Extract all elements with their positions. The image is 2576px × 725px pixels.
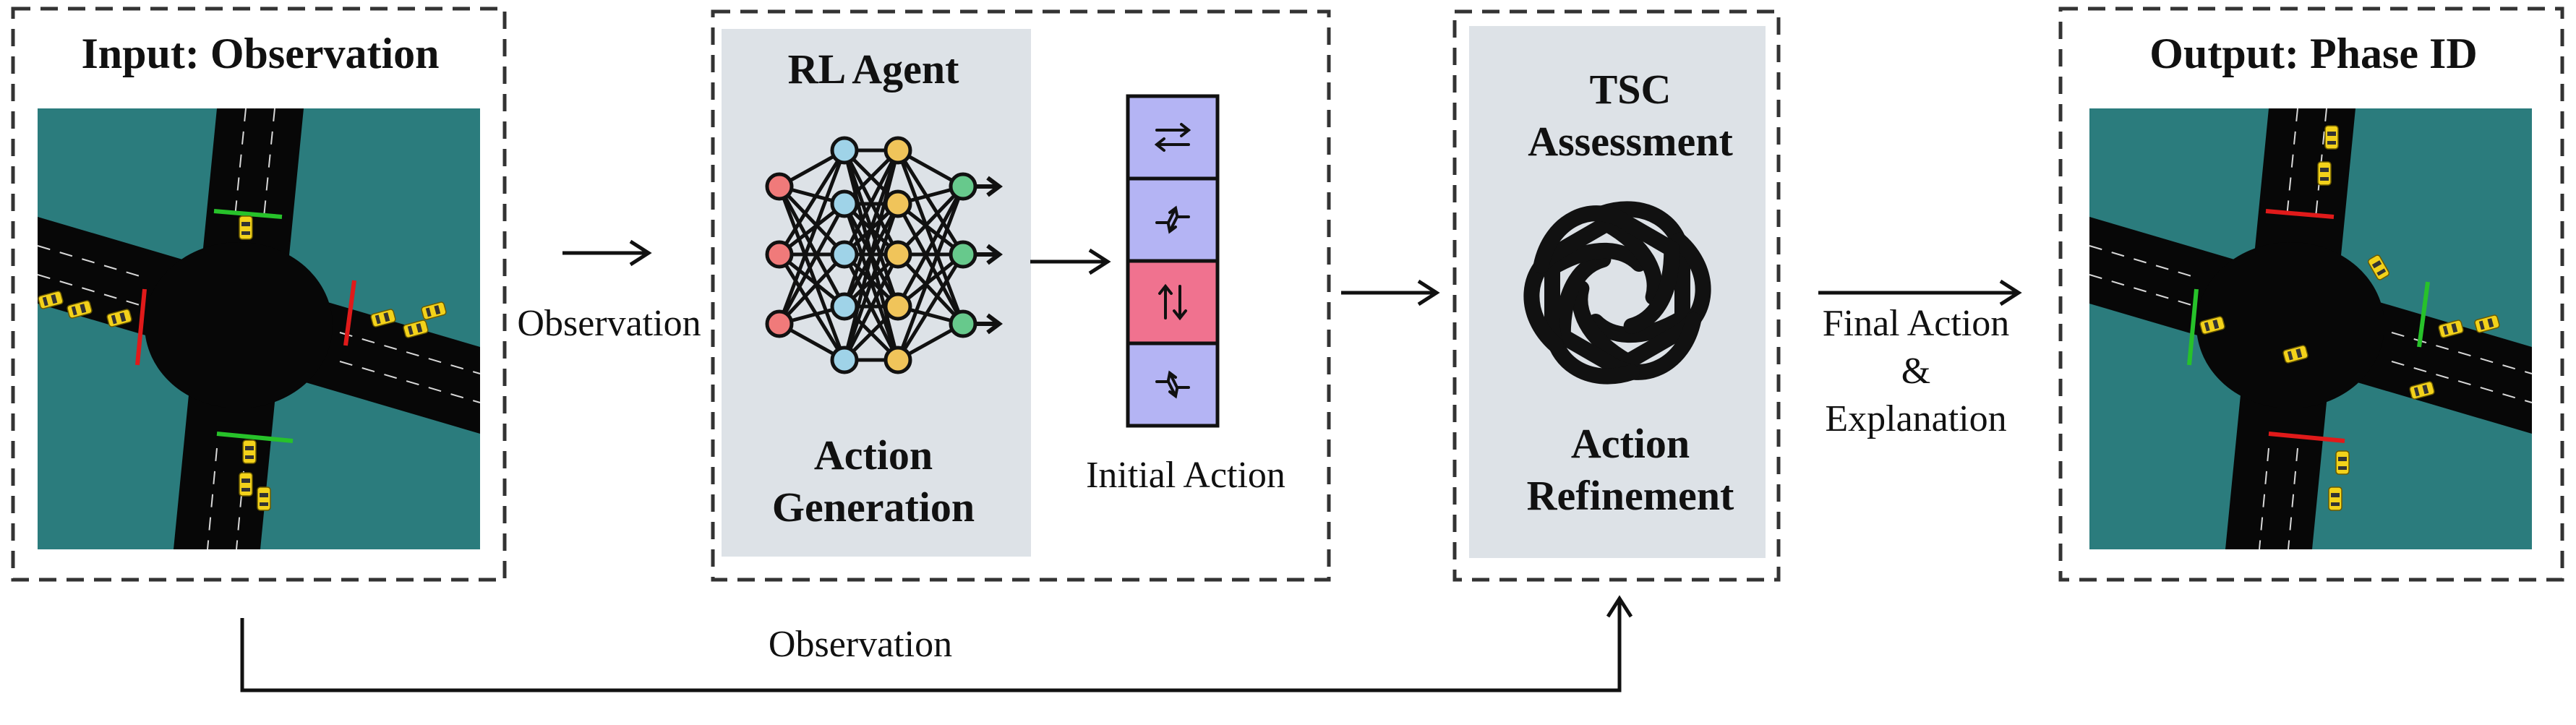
tsc-title-line2: Assessment <box>1528 118 1733 165</box>
action-generation-label-line1: Action <box>813 432 933 479</box>
observation-arrow-label: Observation <box>517 303 701 344</box>
nn-node <box>883 136 912 165</box>
phase-arrow-icon <box>1155 205 1190 234</box>
nn-node <box>883 346 912 374</box>
action-refinement-line1: Action <box>1570 420 1690 467</box>
tsc-panel-frame <box>1452 9 1781 582</box>
phase-arrow-icon <box>1154 123 1191 152</box>
phase-arrow-icon <box>1158 283 1187 321</box>
phase-cell <box>1126 94 1220 181</box>
action-generation-label-line2: Generation <box>771 484 975 531</box>
phase-arrow-icon <box>1155 370 1190 399</box>
nn-node <box>949 172 977 201</box>
nn-node <box>765 172 794 201</box>
input-panel-frame <box>11 7 507 582</box>
initial-action-label: Initial Action <box>1086 455 1285 496</box>
phase-cell <box>1126 341 1220 428</box>
nn-node <box>883 292 912 321</box>
phase-cell-selected <box>1126 259 1220 346</box>
output-intersection-map <box>2089 108 2533 550</box>
nn-node <box>883 240 912 269</box>
nn-node <box>830 240 859 269</box>
output-panel-frame <box>2058 7 2564 582</box>
initial-action-phase-column <box>1126 94 1220 428</box>
neural-network-icon <box>765 136 1003 374</box>
final-action-label-line1: Final Action <box>1822 303 2010 344</box>
nn-node <box>949 240 977 269</box>
final-action-label-line2: & <box>1901 351 1931 392</box>
nn-node <box>830 189 859 218</box>
rl-panel-frame <box>711 9 1331 582</box>
final-action-label-line3: Explanation <box>1825 398 2007 439</box>
nn-node <box>830 292 859 321</box>
bottom-observation-label: Observation <box>768 624 953 665</box>
nn-node <box>830 346 859 374</box>
nn-node <box>765 240 794 269</box>
input-panel-title: Input: Observation <box>81 30 440 77</box>
tsc-title-line1: TSC <box>1589 66 1672 113</box>
openai-logo-icon <box>1523 201 1711 385</box>
flow-arrows <box>240 239 2022 692</box>
nn-node <box>949 309 977 338</box>
output-panel-title: Output: Phase ID <box>2149 30 2478 77</box>
nn-node <box>883 189 912 218</box>
action-refinement-line2: Refinement <box>1526 472 1734 519</box>
nn-node <box>765 309 794 338</box>
phase-cell <box>1126 176 1220 263</box>
tsc-background <box>1469 26 1766 558</box>
input-intersection-map <box>37 108 481 550</box>
nn-node <box>830 136 859 165</box>
rl-agent-title: RL Agent <box>787 46 959 93</box>
